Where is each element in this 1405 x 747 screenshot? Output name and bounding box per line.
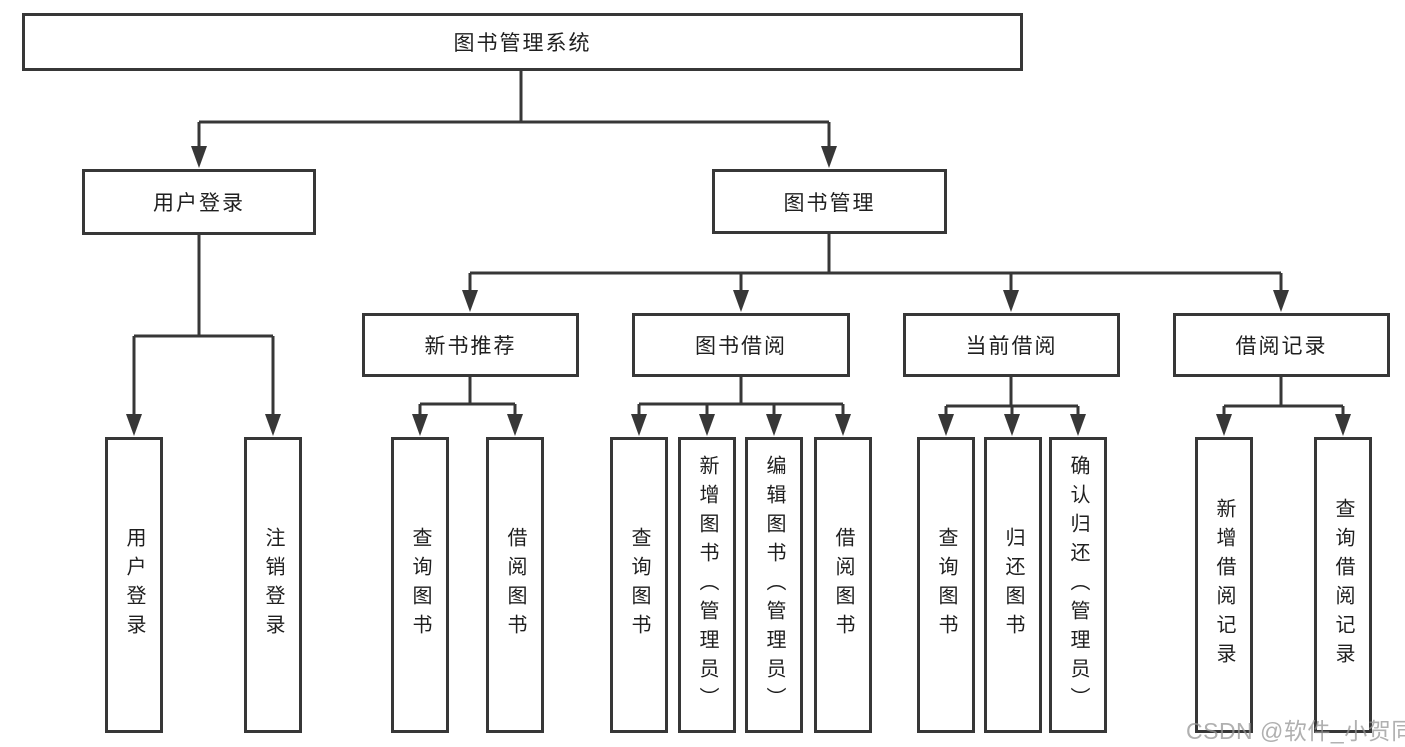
arrow-down-icon (1216, 414, 1232, 436)
arrow-down-icon (1070, 414, 1086, 436)
connector-user-login-split (132, 235, 275, 418)
arrow-down-icon (835, 414, 851, 436)
leaf-borrow-books-borrowing: 借阅图书 (814, 437, 872, 733)
arrow-down-icon (507, 414, 523, 436)
leaf-edit-books-admin: 编辑图书（管理员） (745, 437, 803, 733)
arrow-down-icon (699, 414, 715, 436)
arrow-down-icon (766, 414, 782, 436)
arrow-down-icon (126, 414, 142, 436)
connector-book-management-split (468, 234, 1283, 294)
arrow-down-icon (462, 290, 478, 312)
leaf-add-borrow-record: 新增借阅记录 (1195, 437, 1253, 733)
connector-book-borrowing-split (637, 377, 845, 418)
arrow-down-icon (631, 414, 647, 436)
node-borrowing-records: 借阅记录 (1173, 313, 1390, 377)
node-user-login: 用户登录 (82, 169, 316, 235)
arrow-down-icon (1273, 290, 1289, 312)
leaf-confirm-return-admin: 确认归还（管理员） (1049, 437, 1107, 733)
leaf-query-books-recommend: 查询图书 (391, 437, 449, 733)
leaf-query-borrow-record: 查询借阅记录 (1314, 437, 1372, 733)
node-new-book-recommend: 新书推荐 (362, 313, 579, 377)
node-current-borrowing: 当前借阅 (903, 313, 1120, 377)
leaf-user-login: 用户登录 (105, 437, 163, 733)
arrow-down-icon (1335, 414, 1351, 436)
node-root-library-system: 图书管理系统 (22, 13, 1023, 71)
node-book-management: 图书管理 (712, 169, 947, 234)
leaf-add-books-admin: 新增图书（管理员） (678, 437, 736, 733)
leaf-return-books: 归还图书 (984, 437, 1042, 733)
leaf-query-books-current: 查询图书 (917, 437, 975, 733)
csdn-watermark: CSDN @软件_小贺同学 (1186, 718, 1405, 744)
leaf-query-books-borrowing: 查询图书 (610, 437, 668, 733)
node-book-borrowing: 图书借阅 (632, 313, 850, 377)
leaf-logout: 注销登录 (244, 437, 302, 733)
arrow-down-icon (1003, 290, 1019, 312)
connector-root-split (197, 71, 831, 150)
leaf-borrow-books-recommend: 借阅图书 (486, 437, 544, 733)
connector-borrowing-records-split (1222, 377, 1345, 418)
connector-new-book-recommend-split (418, 377, 517, 418)
arrow-down-icon (938, 414, 954, 436)
arrow-down-icon (821, 146, 837, 168)
arrow-down-icon (265, 414, 281, 436)
connector-current-borrowing-split (944, 377, 1080, 418)
arrow-down-icon (733, 290, 749, 312)
arrow-down-icon (412, 414, 428, 436)
arrow-down-icon (1004, 414, 1020, 436)
arrow-down-icon (191, 146, 207, 168)
